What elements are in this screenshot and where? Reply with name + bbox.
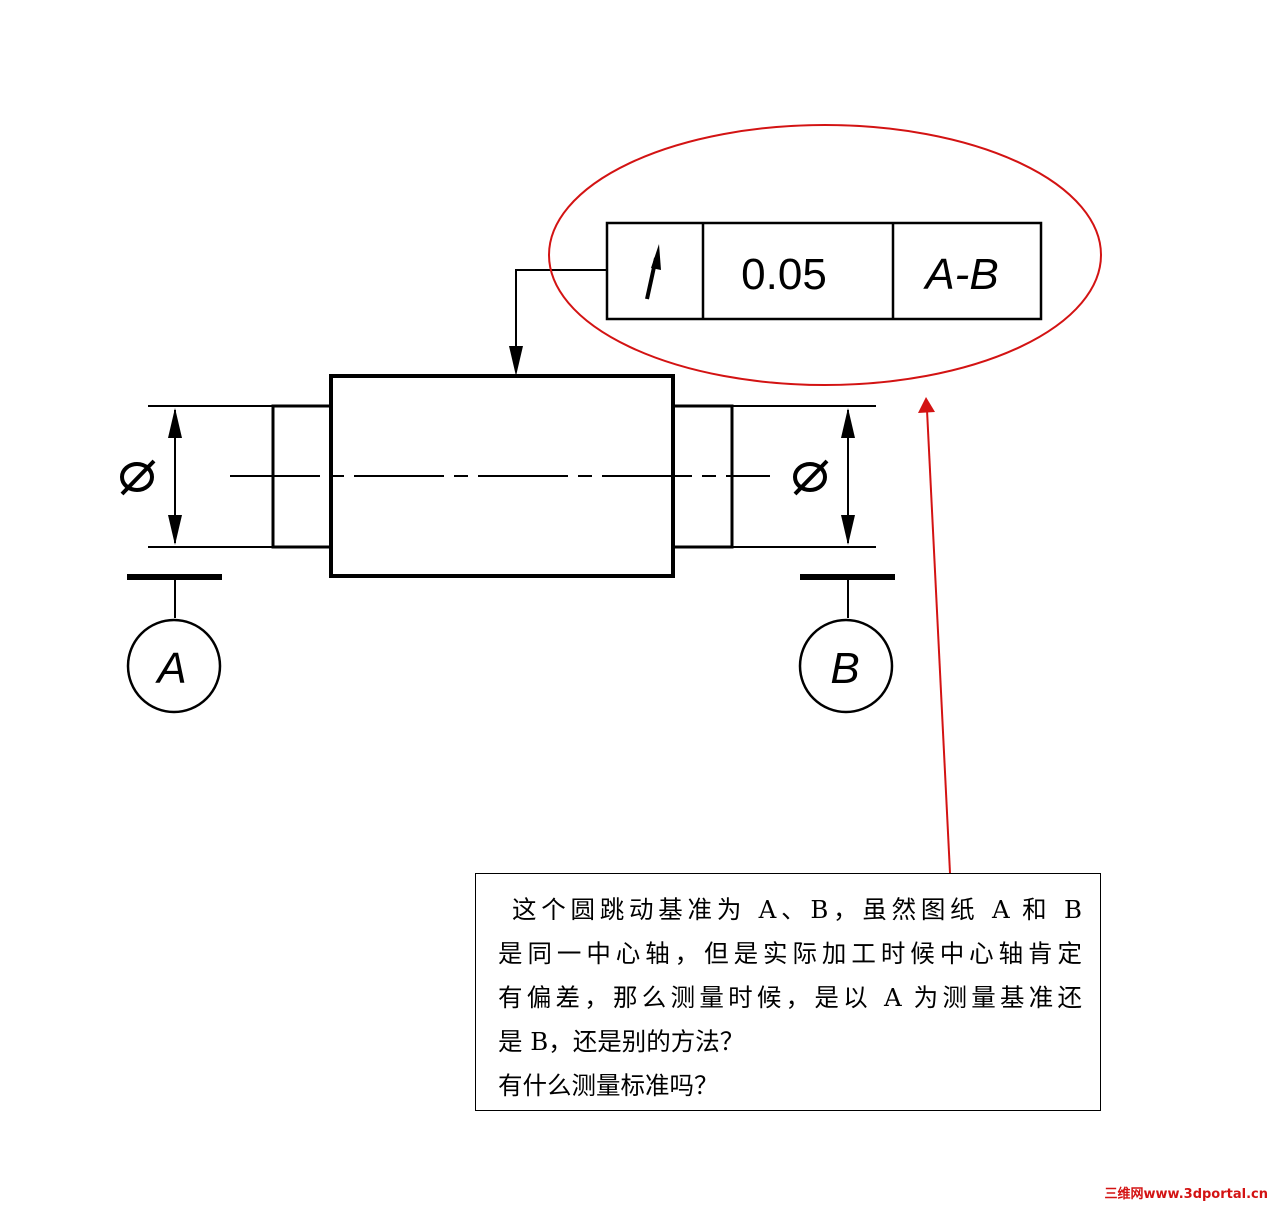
diameter-dimension-left xyxy=(120,408,182,545)
feature-control-frame: 0.05 A-B xyxy=(605,221,1043,321)
tolerance-value: 0.05 xyxy=(741,250,827,299)
diameter-icon xyxy=(793,459,829,496)
datum-a-label: A xyxy=(154,644,186,693)
datum-b-label: B xyxy=(830,644,859,693)
question-note: 这个圆跳动基准为 A、B，虽然图纸 A 和 B 是同一中心轴，但是实际加工时候中… xyxy=(475,873,1101,1111)
extension-lines xyxy=(148,405,876,548)
datum-a: A xyxy=(126,574,222,714)
annotation-arrow xyxy=(918,397,951,874)
note-line-2: 是同一中心轴，但是实际加工时候中心轴肯定 xyxy=(498,939,1082,968)
note-line-1: 这个圆跳动基准为 A、B，虽然图纸 A 和 B xyxy=(512,895,1082,924)
circular-runout-arrow-icon xyxy=(645,244,661,300)
note-line-5: 有什么测量标准吗？ xyxy=(498,1071,719,1100)
datum-b: B xyxy=(798,574,895,714)
leader-line xyxy=(509,269,607,376)
watermark: 三维网www.3dportal.cn xyxy=(1104,1187,1268,1202)
datum-reference: A-B xyxy=(922,250,998,299)
diameter-icon xyxy=(120,459,156,496)
highlight-ellipse xyxy=(548,124,1102,386)
diameter-dimension-right xyxy=(793,408,855,545)
note-line-4: 是 B，还是别的方法？ xyxy=(498,1027,745,1056)
note-line-3: 有偏差，那么测量时候，是以 A 为测量基准还 xyxy=(498,983,1082,1012)
